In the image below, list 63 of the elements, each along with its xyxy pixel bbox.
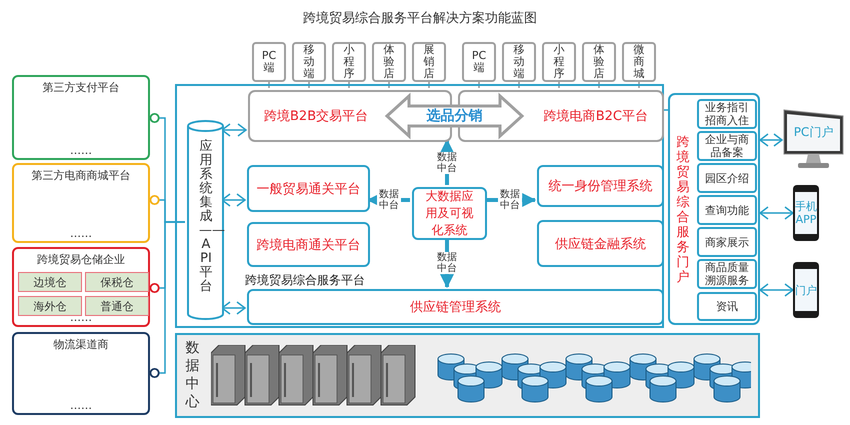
- system-box: 供应链金融系统: [537, 220, 664, 267]
- diagram-title: 跨境贸易综合服务平台解决方案功能蓝图: [302, 10, 538, 27]
- edge-label: 数据中台: [498, 189, 522, 211]
- platform-frame: [175, 84, 664, 328]
- phone: 手机APP: [793, 185, 819, 241]
- double-arrow: [759, 133, 783, 147]
- ellipsis: ……: [69, 313, 93, 323]
- portal-item: 商家展示: [697, 227, 757, 257]
- channel-tab: 小程序: [332, 42, 366, 82]
- double-arrow: [759, 206, 794, 220]
- double-arrow: [221, 301, 246, 315]
- partner-box: [12, 163, 150, 243]
- partner-box: [12, 332, 150, 415]
- double-arrow: [759, 283, 794, 297]
- portal-item: 查询功能: [697, 195, 757, 225]
- double-arrow: [221, 193, 246, 207]
- portal-item: 业务指引招商入住: [697, 99, 757, 129]
- ellipsis: ……: [69, 401, 93, 411]
- system-box: 大数据应用及可视化系统: [412, 187, 487, 240]
- api-cylinder: 应用系统集成——API平台: [187, 120, 224, 320]
- box-heading: 第三方支付平台: [42, 80, 120, 95]
- warehouse-cell: 保税仓: [85, 272, 149, 292]
- channel-tab: 移动端: [292, 42, 326, 82]
- arrow: [440, 138, 454, 185]
- box-heading: 第三方电商商城平台: [30, 168, 132, 183]
- double-arrow: [221, 123, 247, 137]
- arrow: [440, 238, 454, 288]
- system-box: 一般贸易通关平台: [247, 165, 370, 212]
- box-heading: 跨境贸易仓储企业: [36, 252, 126, 267]
- system-box: 跨境电商通关平台: [247, 222, 370, 267]
- edge-label: 数据中台: [435, 152, 459, 174]
- warehouse-cell: 海外仓: [18, 296, 82, 316]
- channel-tab: 微商城: [622, 42, 656, 82]
- portal-item: 商品质量溯源服务: [697, 259, 757, 289]
- system-box: 供应链管理系统: [247, 289, 664, 325]
- data-center-title: 数据中心: [185, 339, 200, 411]
- arrow: [485, 193, 536, 207]
- edge-label: 数据中台: [435, 252, 459, 274]
- channel-tab: 体验店: [582, 42, 616, 82]
- channel-tab: 体验店: [372, 42, 406, 82]
- ellipsis: ……: [69, 146, 93, 156]
- warehouse-cell: 普通仓: [85, 296, 149, 316]
- channel-tab: PC端: [252, 42, 286, 82]
- portal-panel: [668, 93, 760, 325]
- edge-label: 数据中台: [377, 189, 401, 211]
- data-center-panel: [175, 333, 760, 418]
- phone: 门户: [793, 262, 819, 318]
- ellipsis: ……: [69, 229, 93, 239]
- connector-line: [150, 221, 185, 378]
- portal-item: 资讯: [697, 292, 757, 321]
- channel-tab: 移动端: [502, 42, 536, 82]
- channel-tab: 小程序: [542, 42, 576, 82]
- portal-title: 跨境贸易综合服务门户: [676, 135, 690, 285]
- frame-title: 跨境贸易综合服务平台: [245, 272, 365, 289]
- box-heading: 物流渠道商: [52, 337, 110, 352]
- portal-item: 园区介绍: [697, 163, 757, 193]
- partner-box: [12, 75, 150, 160]
- channel-tab: PC端: [462, 42, 496, 82]
- system-box: 统一身份管理系统: [537, 165, 664, 207]
- portal-item: 企业与商品备案: [697, 131, 757, 161]
- partner-box: [12, 247, 150, 327]
- channel-tab: 展销店: [412, 42, 446, 82]
- warehouse-cell: 边境仓: [18, 272, 82, 292]
